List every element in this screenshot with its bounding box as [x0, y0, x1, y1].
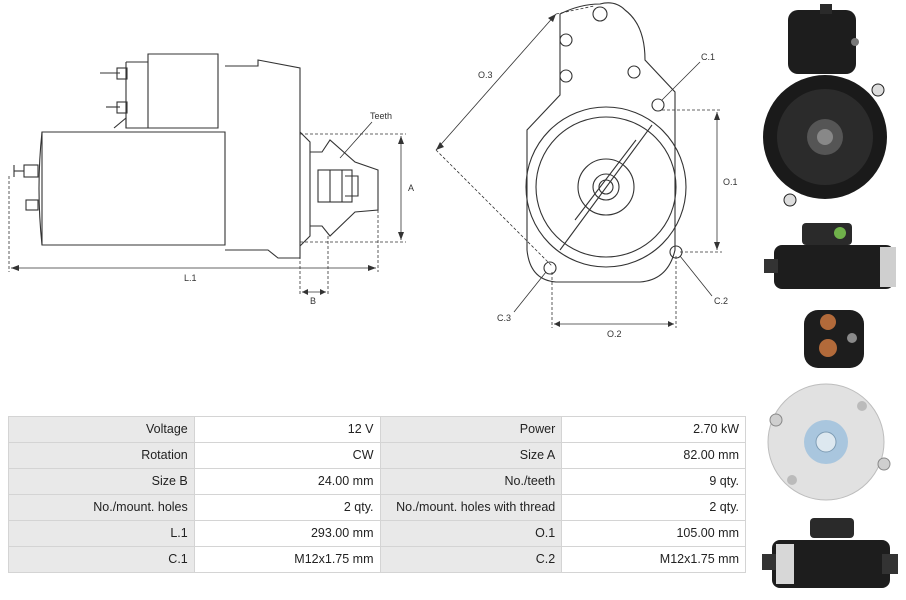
spec-key: L.1 [8, 520, 195, 547]
spec-value: CW [193, 442, 381, 469]
label-o1: O.1 [723, 177, 738, 187]
spec-key: No./mount. holes [8, 494, 195, 521]
spec-key: Size A [379, 442, 563, 469]
spec-value: 24.00 mm [193, 468, 381, 495]
label-b: B [310, 296, 316, 306]
label-teeth: Teeth [370, 111, 392, 121]
spec-key: Voltage [8, 416, 195, 443]
table-row: Size B 24.00 mm No./teeth 9 qty. [8, 468, 746, 495]
label-c2: C.2 [714, 296, 728, 306]
side-dimension-lines [8, 121, 406, 296]
spec-key: C.2 [379, 546, 563, 573]
specs-table: Voltage 12 V Power 2.70 kW Rotation CW S… [8, 416, 746, 573]
spec-key: Rotation [8, 442, 195, 469]
spec-value: M12x1.75 mm [561, 546, 746, 573]
spec-value: 2 qty. [193, 494, 381, 521]
table-row: Rotation CW Size A 82.00 mm [8, 442, 746, 469]
label-a: A [408, 183, 414, 193]
photo-side-view-2 [762, 518, 898, 588]
spec-value: 12 V [193, 416, 381, 443]
spec-value: 82.00 mm [561, 442, 746, 469]
spec-key: C.1 [8, 546, 195, 573]
spec-value: 105.00 mm [561, 520, 746, 547]
side-view-starter [13, 53, 379, 259]
photo-flange-view [767, 383, 891, 501]
table-row: C.1 M12x1.75 mm C.2 M12x1.75 mm [8, 546, 746, 573]
spec-key: Size B [8, 468, 195, 495]
photo-side-view [764, 223, 896, 289]
spec-key: No./teeth [379, 468, 563, 495]
label-c1: C.1 [701, 52, 715, 62]
spec-value: 9 qty. [561, 468, 746, 495]
technical-drawing: Teeth A L.1 B O.3 C.1 O.1 C.2 C.3 O.2 [8, 2, 738, 339]
spec-value: 293.00 mm [193, 520, 381, 547]
spec-key: O.1 [379, 520, 563, 547]
label-o3: O.3 [478, 70, 493, 80]
table-row: Voltage 12 V Power 2.70 kW [8, 416, 746, 443]
photo-solenoid-top [804, 310, 864, 368]
label-o2: O.2 [607, 329, 622, 339]
spec-value: 2 qty. [561, 494, 746, 521]
table-row: No./mount. holes 2 qty. No./mount. holes… [8, 494, 746, 521]
spec-value: M12x1.75 mm [193, 546, 381, 573]
label-l1: L.1 [184, 273, 197, 283]
spec-value: 2.70 kW [561, 416, 746, 443]
front-view-flange [525, 2, 687, 283]
label-c3: C.3 [497, 313, 511, 323]
table-row: L.1 293.00 mm O.1 105.00 mm [8, 520, 746, 547]
spec-key: Power [379, 416, 563, 443]
front-dimension-lines [435, 5, 722, 328]
photo-front-view [763, 4, 887, 207]
spec-key: No./mount. holes with thread [379, 494, 563, 521]
